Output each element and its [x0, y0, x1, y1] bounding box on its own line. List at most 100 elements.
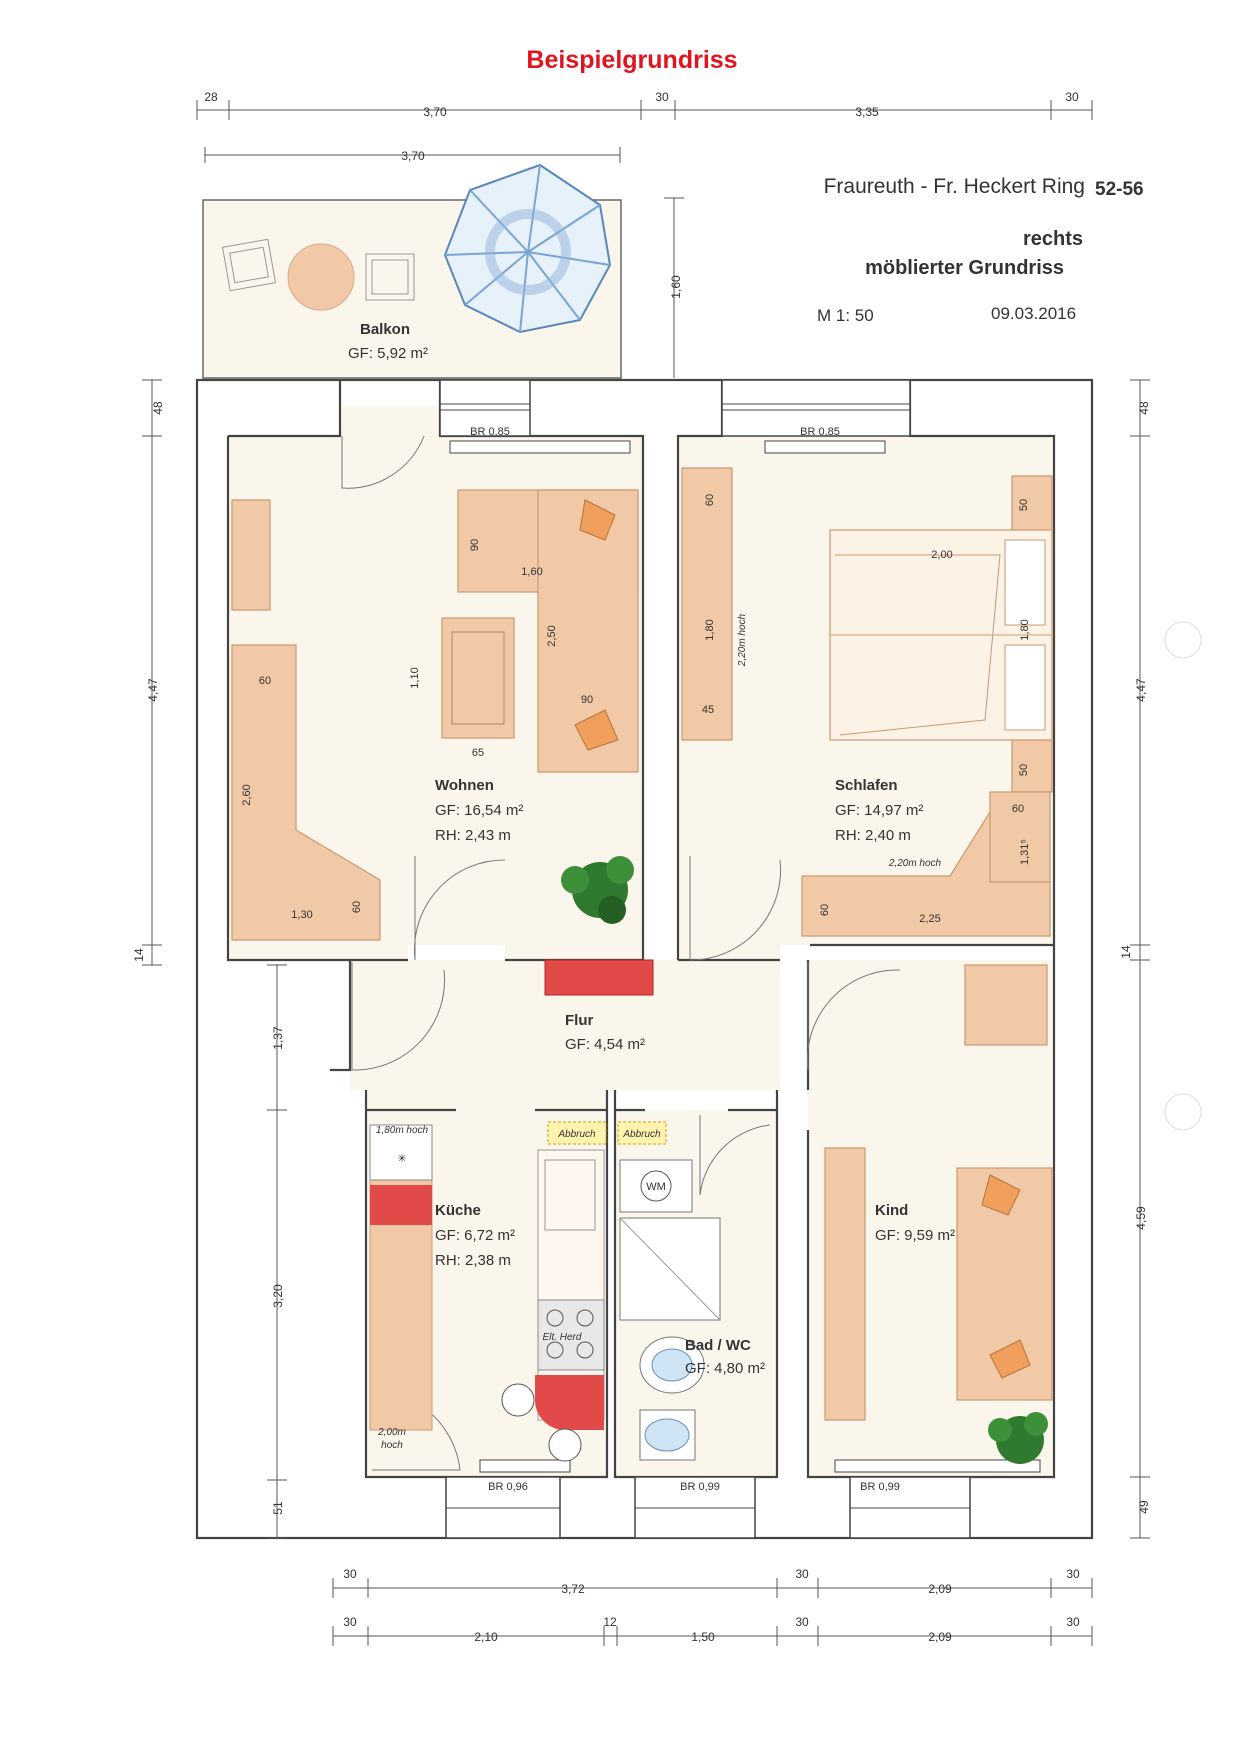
dim-right-2: 4,47 — [1134, 678, 1148, 702]
dim-bottom1-1: 30 — [343, 1567, 357, 1581]
sink-icon — [544, 1159, 596, 1231]
balkon-area: GF: 5,92 m² — [348, 345, 428, 362]
schlafen-area: GF: 14,97 m² — [835, 802, 923, 819]
bad-area: GF: 4,80 m² — [685, 1360, 765, 1377]
chair-icon — [221, 238, 277, 292]
furn-shelf-len: 2,60 — [241, 784, 253, 805]
furn-shelf-end: 60 — [351, 901, 363, 913]
window-kind-label: BR 0,99 — [860, 1481, 900, 1493]
dim-right-4: 4,59 — [1134, 1206, 1148, 1230]
schlafen-height: RH: 2,40 m — [835, 827, 911, 844]
punch-hole — [1164, 1093, 1202, 1131]
dim-left-1: 48 — [151, 401, 165, 415]
wohnen-furniture: 60 2,60 1,30 60 90 1,60 2,50 90 1,10 65 — [231, 489, 639, 941]
wohnen-height: RH: 2,43 m — [435, 827, 511, 844]
window-kueche-label: BR 0,96 — [488, 1481, 528, 1493]
bottom-dimension-line-1: 30 3,72 30 2,09 30 — [332, 1567, 1093, 1598]
dim-right-3: 14 — [1119, 945, 1133, 959]
balcony: Balkon GF: 5,92 m² — [202, 163, 622, 379]
right-dimension-line: 48 4,47 14 4,59 49 — [1119, 379, 1151, 1539]
dim-left-3: 14 — [132, 948, 146, 962]
plant-icon — [988, 1412, 1048, 1464]
cushion-icon — [579, 499, 616, 541]
furn-shelf-bottom: 1,30 — [291, 909, 312, 921]
plan-title: Beispielgrundriss — [526, 46, 737, 74]
furn-kitchen-h2b: hoch — [381, 1440, 403, 1451]
dim-right-1: 48 — [1137, 401, 1151, 415]
furn-night-bottom: 50 — [1018, 764, 1030, 776]
address: Fraureuth - Fr. Heckert Ring — [824, 175, 1085, 198]
side-label: rechts — [1023, 228, 1083, 250]
bottom-dimension-line-2: 30 2,10 12 1,50 30 2,09 30 — [332, 1615, 1093, 1646]
kueche-name: Küche — [435, 1202, 481, 1219]
chair-icon — [365, 253, 415, 301]
dim-bottom1-3: 30 — [795, 1567, 809, 1581]
abbruch-marker — [547, 1121, 607, 1145]
furn-sofa-side: 2,50 — [546, 625, 558, 646]
dim-right-5: 49 — [1137, 1500, 1151, 1514]
dim-top-2: 3,70 — [423, 105, 447, 119]
chair-icon — [548, 1428, 582, 1462]
flur-name: Flur — [565, 1012, 593, 1029]
radiator-icon — [834, 1459, 1041, 1473]
furn-kitchen-h1: 1,80m hoch — [376, 1125, 429, 1136]
dining-table — [535, 1375, 604, 1430]
double-bed — [829, 529, 1053, 741]
dim-bottom1-5: 30 — [1066, 1567, 1080, 1581]
kind-area: GF: 9,59 m² — [875, 1227, 955, 1244]
furn-corner-w: 60 — [1012, 803, 1024, 815]
furn-corner-h: 2,20m hoch — [888, 858, 942, 869]
storage-unit — [369, 1124, 433, 1181]
window-schlafen: BR 0,85 — [721, 379, 911, 454]
wardrobe — [681, 467, 733, 741]
radiator-icon — [764, 440, 886, 454]
balkon-name: Balkon — [360, 321, 410, 338]
desk — [231, 499, 271, 611]
dim-bottom2-5: 30 — [795, 1615, 809, 1629]
wardrobe — [824, 1147, 866, 1421]
dim-bottom2-2: 2,10 — [474, 1630, 498, 1644]
balcony-width-dimension: 3,70 — [204, 147, 621, 163]
dim-left-5: 3,20 — [271, 1284, 285, 1308]
window-bad-label: BR 0,99 — [680, 1481, 720, 1493]
house-numbers: 52-56 — [1095, 179, 1144, 200]
dim-bottom2-6: 2,09 — [928, 1630, 952, 1644]
balcony-table-icon — [287, 243, 355, 311]
window-kueche: BR 0,96 — [445, 1459, 571, 1539]
shelf-unit — [231, 644, 381, 941]
bad-name: Bad / WC — [685, 1337, 751, 1354]
furn-abbruch2: Abbruch — [622, 1129, 661, 1140]
punch-hole — [1164, 621, 1202, 659]
window-wohnen: BR 0,85 — [439, 379, 631, 454]
furn-abbruch1: Abbruch — [557, 1129, 596, 1140]
dim-balcony-width: 3,70 — [401, 149, 425, 163]
furn-night-top: 50 — [1018, 499, 1030, 511]
furn-herd: Elt. Herd — [543, 1332, 582, 1343]
furn-table-len: 1,10 — [409, 667, 421, 688]
furn-bottom-len: 2,25 — [919, 913, 940, 925]
window-schlafen-label: BR 0,85 — [800, 426, 840, 438]
furn-sofa-depth: 90 — [469, 539, 481, 551]
kueche-height: RH: 2,38 m — [435, 1252, 511, 1269]
coffee-table — [441, 617, 515, 739]
furn-bed-w: 2,00 — [931, 549, 952, 561]
furn-bottom-d: 60 — [819, 904, 831, 916]
bad-fixtures: Abbruch WM — [617, 1121, 721, 1461]
kueche-furniture: 1,80m hoch ✳ 2,00m hoch Elt. Herd Abbruc… — [369, 1121, 607, 1462]
kind-name: Kind — [875, 1202, 908, 1219]
dim-bottom1-4: 2,09 — [928, 1582, 952, 1596]
coat-rack — [544, 959, 654, 996]
corner-cabinet — [964, 964, 1048, 1046]
furn-wm: WM — [646, 1181, 666, 1193]
dim-top-4: 3,35 — [855, 105, 879, 119]
furn-wardrobe-d: 45 — [702, 704, 714, 716]
dim-bottom2-4: 1,50 — [691, 1630, 715, 1644]
plan-date: 09.03.2016 — [991, 304, 1076, 323]
furn-sofa-side-depth: 90 — [581, 694, 593, 706]
wohnen-name: Wohnen — [435, 777, 494, 794]
corner-cabinet — [989, 791, 1051, 883]
schlafen-name: Schlafen — [835, 777, 898, 794]
dim-left-2: 4,47 — [146, 678, 160, 702]
balcony-depth-dimension: 1,60 — [664, 197, 684, 378]
